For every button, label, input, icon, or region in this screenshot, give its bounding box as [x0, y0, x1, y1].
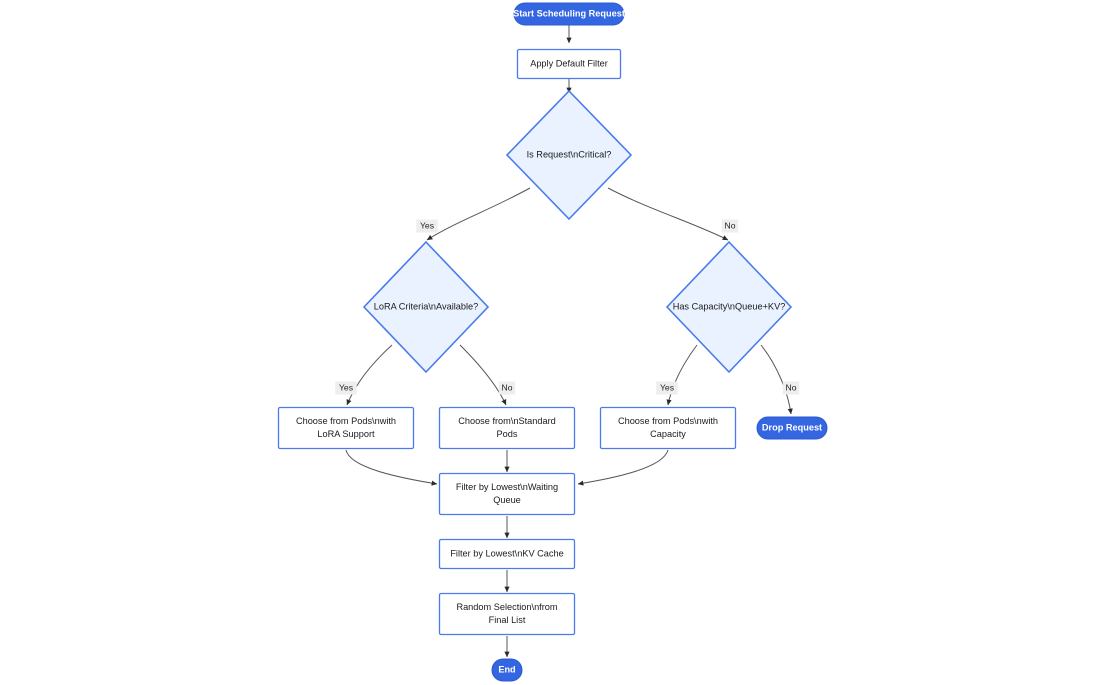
- edge-label-background: [656, 381, 678, 395]
- node-label-filter_waiting_queue: Queue: [493, 495, 521, 505]
- edge-choose_pods_lora-to-filter_waiting_queue: [345, 449, 438, 486]
- node-is_request_critical[interactable]: Is Request\nCritical?: [505, 89, 633, 221]
- node-shape-rect: [438, 406, 576, 450]
- node-start[interactable]: Start Scheduling Request: [513, 2, 625, 26]
- edge-label-lora_criteria_available-choose_pods_lora: Yes: [335, 381, 357, 395]
- node-shape-stadium: [513, 2, 625, 26]
- node-shape-diamond: [362, 240, 490, 374]
- edge-label-text: Yes: [420, 220, 434, 230]
- node-label-filter_kv_cache: Filter by Lowest\nKV Cache: [450, 548, 563, 558]
- node-label-choose_pods_lora: Choose from Pods\nwith: [296, 416, 396, 426]
- edge-is_request_critical-to-has_capacity_queue_kv: [607, 187, 729, 241]
- edge-label-text: Yes: [339, 382, 353, 392]
- node-shape-rect: [599, 406, 737, 450]
- edge-label-background: [416, 219, 438, 233]
- edge-label-background: [782, 381, 800, 395]
- node-shape-stadium: [756, 416, 828, 440]
- edge-is_request_critical-to-lora_criteria_available: [426, 187, 531, 241]
- node-drop_request[interactable]: Drop Request: [756, 416, 828, 440]
- node-has_capacity_queue_kv[interactable]: Has Capacity\nQueue+KV?: [665, 240, 793, 374]
- edge-label-text: No: [725, 220, 736, 230]
- node-label-apply_default_filter: Apply Default Filter: [530, 58, 608, 68]
- node-shape-rect: [277, 406, 415, 450]
- edge-label-background: [498, 381, 516, 395]
- node-label-choose_pods_capacity: Capacity: [650, 429, 686, 439]
- node-label-end: End: [498, 664, 515, 674]
- edges-layer: [345, 25, 793, 658]
- edge-label-has_capacity_queue_kv-choose_pods_capacity: Yes: [656, 381, 678, 395]
- edge-label-has_capacity_queue_kv-drop_request: No: [782, 381, 800, 395]
- edge-label-lora_criteria_available-choose_standard_pods: No: [498, 381, 516, 395]
- edge-label-background: [721, 219, 739, 233]
- node-label-choose_pods_capacity: Choose from Pods\nwith: [618, 416, 718, 426]
- node-label-start: Start Scheduling Request: [513, 8, 625, 18]
- node-shape-rect: [438, 472, 576, 516]
- node-label-has_capacity_queue_kv: Has Capacity\nQueue+KV?: [673, 301, 786, 311]
- edge-label-is_request_critical-lora_criteria_available: Yes: [416, 219, 438, 233]
- edge-label-text: Yes: [660, 382, 674, 392]
- edge-label-background: [335, 381, 357, 395]
- edge-lora_criteria_available-to-choose_pods_lora: [346, 344, 393, 406]
- node-shape-rect: [438, 592, 576, 636]
- node-label-choose_pods_lora: LoRA Support: [317, 429, 375, 439]
- edge-label-text: No: [786, 382, 797, 392]
- node-shape-stadium: [491, 658, 523, 682]
- edge-choose_pods_capacity-to-filter_waiting_queue: [577, 449, 669, 486]
- node-shape-rect: [516, 48, 622, 80]
- edge-label-is_request_critical-has_capacity_queue_kv: No: [721, 219, 739, 233]
- node-end[interactable]: End: [491, 658, 523, 682]
- node-lora_criteria_available[interactable]: LoRA Criteria\nAvailable?: [362, 240, 490, 374]
- node-shape-diamond: [505, 89, 633, 221]
- node-label-random_selection: Final List: [489, 615, 526, 625]
- node-label-is_request_critical: Is Request\nCritical?: [527, 149, 612, 159]
- edge-has_capacity_queue_kv-to-drop_request: [760, 344, 793, 415]
- node-label-lora_criteria_available: LoRA Criteria\nAvailable?: [374, 301, 479, 311]
- node-shape-diamond: [665, 240, 793, 374]
- node-filter_kv_cache[interactable]: Filter by Lowest\nKV Cache: [438, 538, 576, 570]
- node-label-choose_standard_pods: Pods: [497, 429, 518, 439]
- edge-lora_criteria_available-to-choose_standard_pods: [459, 344, 507, 406]
- edge-has_capacity_queue_kv-to-choose_pods_capacity: [666, 344, 698, 406]
- node-label-random_selection: Random Selection\nfrom: [456, 602, 557, 612]
- edge-label-text: No: [502, 382, 513, 392]
- node-label-filter_waiting_queue: Filter by Lowest\nWaiting: [456, 482, 558, 492]
- node-label-drop_request: Drop Request: [762, 422, 822, 432]
- node-apply_default_filter[interactable]: Apply Default Filter: [516, 48, 622, 80]
- node-shape-rect: [438, 538, 576, 570]
- node-label-choose_standard_pods: Choose from\nStandard: [458, 416, 556, 426]
